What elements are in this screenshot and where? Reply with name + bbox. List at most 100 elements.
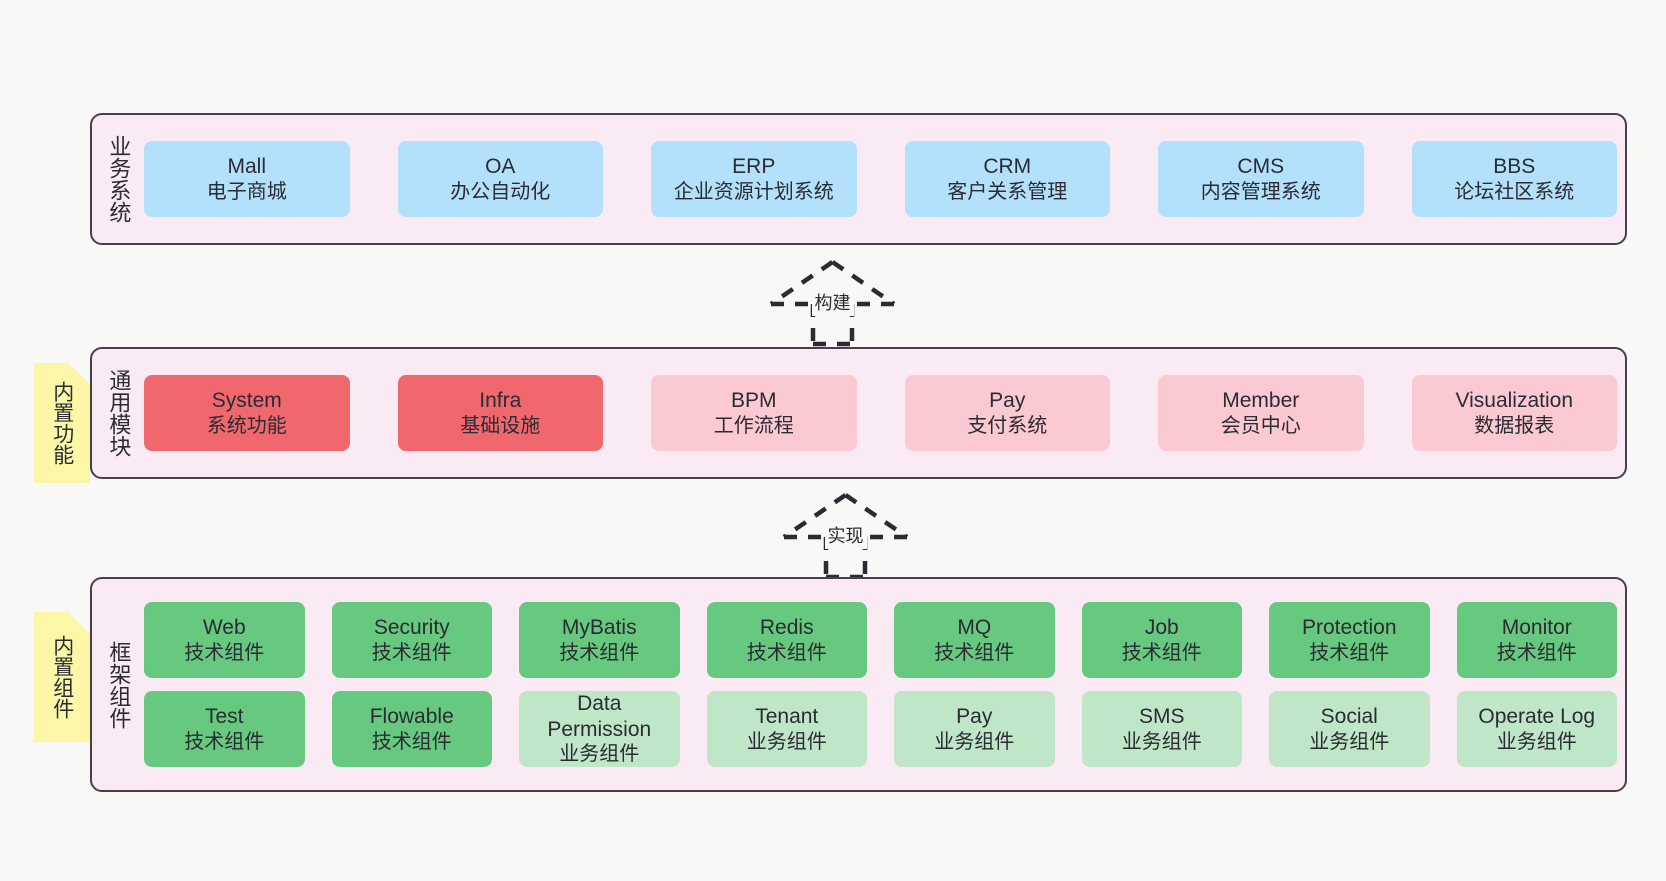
component-box-desc: 基础设施 [460,414,541,437]
component-box-desc: 业务组件 [1309,730,1390,753]
component-box-name: Social [1320,705,1378,728]
component-box-name: Data Permission [547,692,652,741]
component-box-name: Protection [1301,616,1397,639]
component-box-desc: 技术组件 [371,730,452,753]
sticky-note-builtin-function: 内置功能 [34,363,90,483]
component-box-name: SMS [1138,705,1185,728]
component-box-desc: 系统功能 [206,414,287,437]
component-box-name: Mall [227,155,266,178]
connector-build-label: 构建 [811,288,854,316]
component-box-desc: 论坛社区系统 [1454,180,1575,203]
component-box-desc: 会员中心 [1220,414,1301,437]
component-box-name: Flowable [369,705,454,728]
component-box-name: Job [1144,616,1179,639]
component-box-name: Security [373,616,450,639]
component-box-name: Pay [989,389,1026,412]
component-box-name: ERP [732,155,776,178]
layer-business-system-title: 业务系统 [106,135,132,223]
component-box-name: BPM [730,389,777,412]
component-box-desc: 技术组件 [1309,641,1390,664]
component-box-name: OA [485,155,516,178]
component-box-desc: 内容管理系统 [1200,180,1321,203]
component-box-name: Infra [479,389,522,412]
component-box-name: System [211,389,282,412]
component-box-desc: 技术组件 [184,730,265,753]
component-box-name: BBS [1493,155,1536,178]
component-box-desc: 技术组件 [746,641,827,664]
component-box-desc: 业务组件 [1496,730,1577,753]
component-box-name: Web [202,616,246,639]
sticky-note-builtin-function-label: 内置功能 [50,381,74,465]
component-box-desc: 数据报表 [1474,414,1555,437]
component-box-name: CMS [1237,155,1285,178]
component-box-desc: 技术组件 [1121,641,1202,664]
component-box-desc: 支付系统 [967,414,1048,437]
layer-common-module-title: 通用模块 [106,369,132,457]
component-box-name: CRM [983,155,1032,178]
component-box-desc: 技术组件 [371,641,452,664]
sticky-note-builtin-component-label: 内置组件 [50,635,74,719]
component-box-name: Monitor [1501,616,1572,639]
connector-build: 构建 [765,258,900,348]
component-box-name: Redis [759,616,814,639]
component-box-desc: 客户关系管理 [947,180,1068,203]
component-box-name: MQ [957,616,992,639]
component-box-desc: 电子商城 [206,180,287,203]
component-box-desc: 技术组件 [559,641,640,664]
sticky-note-builtin-component: 内置组件 [34,612,90,742]
component-box-name: Test [204,705,244,728]
component-box-desc: 技术组件 [1496,641,1577,664]
component-box-desc: 企业资源计划系统 [673,180,834,203]
component-box-name: Pay [956,705,993,728]
layer-framework-component-title: 框架组件 [106,640,132,729]
connector-implement-label: 实现 [824,521,867,549]
component-box-desc: 技术组件 [184,641,265,664]
component-box-desc: 业务组件 [1121,730,1202,753]
component-box-desc: 业务组件 [746,730,827,753]
component-box-desc: 工作流程 [713,414,794,437]
component-box-desc: 业务组件 [934,730,1015,753]
component-box-name: Member [1222,389,1300,412]
component-box-name: MyBatis [561,616,637,639]
component-box-name: Visualization [1455,389,1574,412]
